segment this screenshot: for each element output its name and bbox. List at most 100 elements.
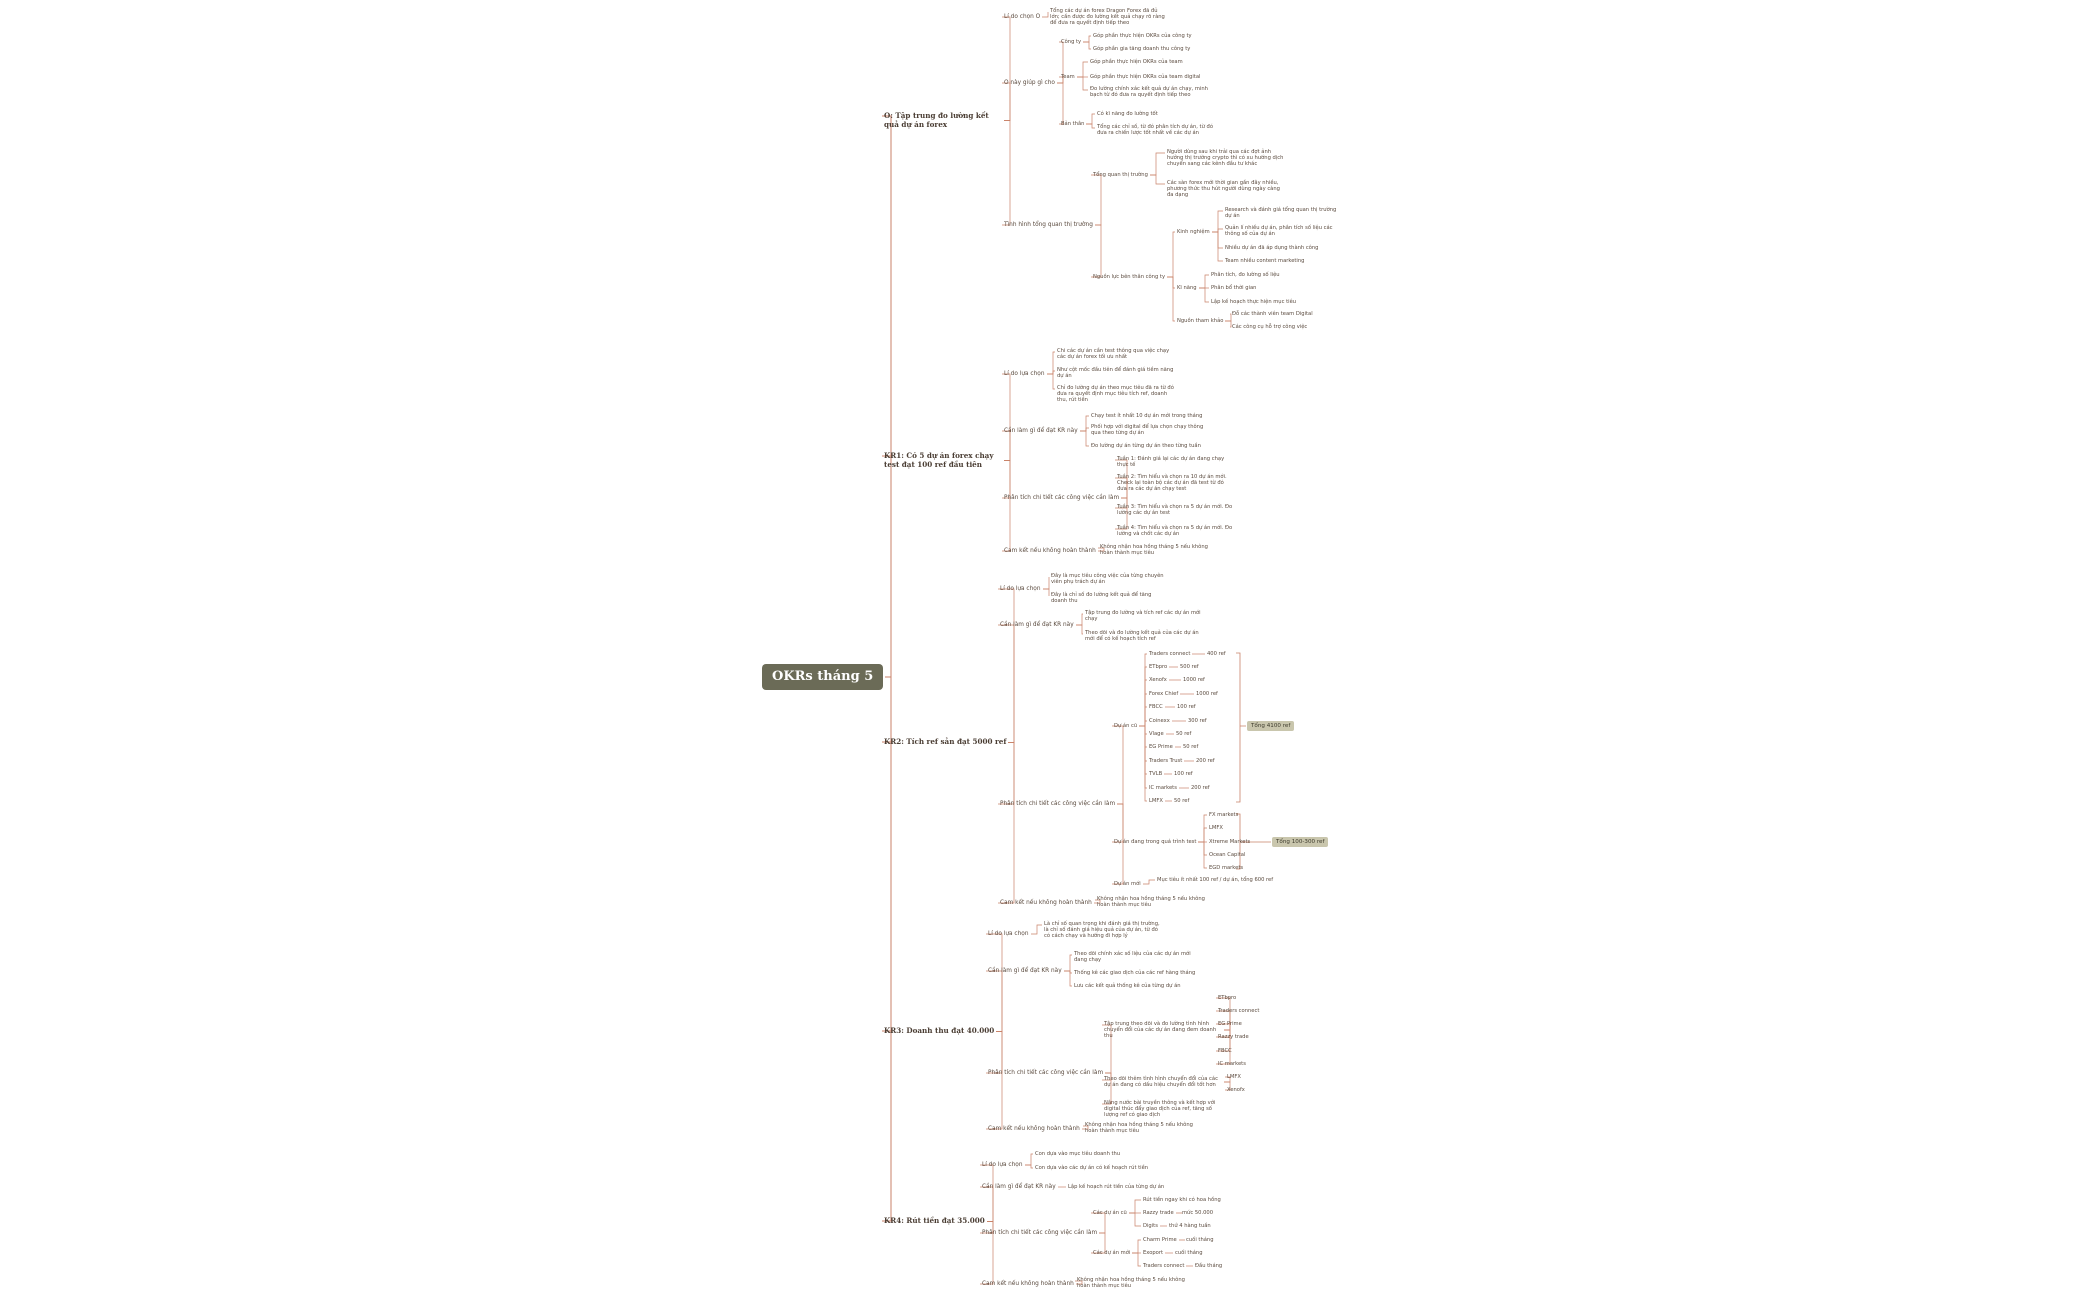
o-team-3: Đo lường chính xác kết quả dự án chạy, m… [1090, 86, 1208, 98]
objective-kr1[interactable]: KR1: Có 5 dự án forex chạy test đạt 100 … [884, 451, 994, 469]
kr4-plan[interactable]: Phân tích chi tiết các công việc cần làm [982, 1230, 1098, 1236]
kr4-fail[interactable]: Cam kết nếu không hoàn thành [982, 1281, 1074, 1287]
kr2-new-1: Mục tiêu ít nhất 100 ref / dự án, tổng 6… [1157, 877, 1274, 883]
connector-line-43 [1080, 427, 1089, 432]
kr2-howto-1: Tập trung đo lường và tích ref các dự án… [1085, 610, 1201, 622]
connector-line-107 [1139, 725, 1147, 748]
kr4-why-1: Con dựa vào mục tiêu doanh thu [1035, 1151, 1121, 1157]
kr3-track[interactable]: Theo dõi thêm tình hình chuyển đổi của c… [1104, 1076, 1218, 1088]
kr2-old-ref-2: 500 ref [1180, 664, 1199, 670]
o-team[interactable]: Team [1061, 74, 1075, 80]
o-market[interactable]: Tổng quan thị trường [1093, 172, 1148, 178]
kr3-howto-2: Thống kê các giao dịch của các ref hàng … [1074, 970, 1196, 976]
kr3-focus-6: IC markets [1218, 1061, 1246, 1067]
o-skill[interactable]: Kĩ năng [1177, 285, 1197, 291]
kr2-testing[interactable]: Dự án đang trong quá trình test [1114, 839, 1197, 845]
connector-line-66 [986, 1031, 1003, 1130]
connector-line-16 [1077, 76, 1088, 91]
kr1-why-1: Chi các dự án cần test thông qua việc ch… [1057, 348, 1170, 360]
o-resource[interactable]: Nguồn lực bên thân công ty [1093, 274, 1166, 280]
o-market-2: Các sàn forex mới thời gian gần đây nhiề… [1167, 180, 1280, 198]
connector-line-62 [1094, 899, 1101, 904]
kr1-howto-2: Phối hợp với digital để lựa chọn chạy th… [1091, 424, 1204, 436]
kr2-fail[interactable]: Cam kết nếu không hoàn thành [1000, 900, 1092, 906]
kr1-week-1: Tuần 1: Đánh giá lại các dự án đang chạy… [1117, 456, 1225, 468]
kr1-why[interactable]: Lí do lựa chọn [1004, 371, 1045, 377]
connector-line-0 [882, 115, 892, 678]
connector-line-34 [1225, 320, 1232, 328]
kr2-testing-5: EGD markets [1209, 865, 1244, 871]
kr1-fail[interactable]: Cam kết nếu không hoàn thành [1004, 548, 1096, 554]
connector-line-85 [1091, 1232, 1106, 1254]
o-exp[interactable]: Kinh nghiệm [1177, 229, 1210, 235]
connector-line-86 [1129, 1199, 1141, 1214]
o-company[interactable]: Công ty [1061, 39, 1082, 45]
objective-o[interactable]: O: Tập trung đo lường kết quả dự án fore… [884, 111, 989, 129]
connector-line-23 [1167, 231, 1175, 278]
connector-line-63 [986, 933, 1003, 1032]
o-help[interactable]: O này giúp gì cho [1004, 80, 1055, 86]
connector-line-8 [1042, 12, 1049, 18]
connector-line-77 [980, 1164, 994, 1222]
kr4-old-1: Rút tiền ngay khi có hoa hồng [1143, 1197, 1221, 1203]
o-why[interactable]: Lí do chọn O [1004, 14, 1041, 20]
connector-line-111 [1139, 725, 1147, 775]
kr2-new[interactable]: Dự án mới [1114, 881, 1141, 887]
o-ref[interactable]: Nguồn tham khảo [1177, 318, 1224, 324]
kr3-focus-3: EG Prime [1218, 1021, 1242, 1027]
kr3-focus[interactable]: Tập trung theo dõi và đo lường tình hình… [1104, 1021, 1217, 1039]
objective-kr2[interactable]: KR2: Tích ref sản đạt 5000 ref [884, 737, 1007, 746]
kr4-new[interactable]: Các dự án mới [1093, 1250, 1131, 1256]
kr3-howto[interactable]: Cần làm gì để đạt KR này [988, 968, 1062, 974]
connector-line-61 [1143, 879, 1155, 885]
kr3-strategy[interactable]: Nâng nước bài truyền thông và kết hợp vớ… [1104, 1100, 1216, 1118]
o-self[interactable]: Bản thân [1061, 121, 1085, 127]
objective-kr3[interactable]: KR3: Doanh thu đạt 40.000 [884, 1026, 995, 1035]
connector-line-75 [1224, 1081, 1231, 1091]
connector-line-38 [1002, 460, 1011, 552]
kr2-old[interactable]: Dự án cũ [1114, 723, 1138, 729]
kr2-howto[interactable]: Cần làm gì để đạt KR này [1000, 622, 1074, 628]
kr4-old-3-name: Digits [1143, 1223, 1158, 1229]
o-exp-1: Research và đánh giá tổng quan thị trườn… [1225, 207, 1337, 219]
kr3-fail[interactable]: Cam kết nếu không hoàn thành [988, 1126, 1080, 1132]
kr2-old-ref-3: 1000 ref [1183, 677, 1205, 683]
kr1-week-2: Tuần 2: Tìm hiểu và chọn ra 10 dự án mới… [1117, 474, 1227, 492]
kr1-plan[interactable]: Phân tích chi tiết các công việc cần làm [1004, 495, 1120, 501]
root-node[interactable]: OKRs tháng 5 [762, 664, 884, 690]
connector-line-40 [1047, 370, 1055, 375]
kr4-why[interactable]: Lí do lựa chọn [982, 1162, 1023, 1168]
o-exp-4: Team nhiều content marketing [1225, 258, 1305, 264]
objective-kr4[interactable]: KR4: Rút tiền đạt 35.000 [884, 1216, 985, 1225]
kr2-why[interactable]: Lí do lựa chọn [1000, 586, 1041, 592]
connector-line-35 [1002, 373, 1011, 461]
kr2-old-ref-12: 50 ref [1174, 798, 1190, 804]
kr2-why-1: Đây là mục tiêu công việc của từng chuyê… [1051, 573, 1164, 585]
kr2-old-name-6: Coinexx [1149, 718, 1170, 724]
kr2-old-total-badge: Tổng 4100 ref [1247, 721, 1295, 731]
kr2-testing-2: LMFX [1209, 825, 1223, 831]
o-context[interactable]: Tình hình tổng quan thị trường [1004, 222, 1093, 228]
o-exp-3: Nhiều dự án đã áp dụng thành công [1225, 245, 1319, 251]
kr4-old[interactable]: Các dự án cũ [1093, 1210, 1127, 1216]
o-skill-3: Lập kế hoạch thực hiện mục tiêu [1211, 299, 1297, 305]
kr2-plan[interactable]: Phân tích chi tiết các công việc cần làm [1000, 801, 1116, 807]
kr2-old-name-8: EG Prime [1149, 744, 1173, 750]
kr1-week-4: Tuần 4: Tìm hiểu và chọn ra 5 dự án mới.… [1117, 525, 1233, 537]
kr2-old-ref-11: 200 ref [1191, 785, 1210, 791]
kr1-howto[interactable]: Cần làm gì để đạt KR này [1004, 428, 1078, 434]
kr4-howto[interactable]: Cần làm gì để đạt KR này [982, 1184, 1056, 1190]
connector-line-76 [1082, 1125, 1089, 1130]
kr2-testing-1: FX markets [1209, 812, 1239, 818]
kr3-plan[interactable]: Phân tích chi tiết các công việc cần làm [988, 1070, 1104, 1076]
o-team-1: Góp phần thực hiện OKRs của team [1090, 59, 1183, 65]
kr1-fail-1: Không nhận hoa hồng tháng 5 nếu không ho… [1100, 544, 1208, 556]
connector-line-56 [1076, 613, 1083, 626]
kr3-why-1: Là chỉ số quan trọng khi đánh giá thị tr… [1044, 921, 1160, 939]
kr3-why[interactable]: Lí do lựa chọn [988, 931, 1029, 937]
o-self-1: Có kĩ năng đo lường tốt [1097, 111, 1158, 117]
connector-line-57 [1076, 624, 1083, 635]
connector-line-25 [1167, 276, 1175, 322]
kr1-howto-3: Đo lường dự án từng dự án theo từng tuần [1091, 443, 1201, 449]
